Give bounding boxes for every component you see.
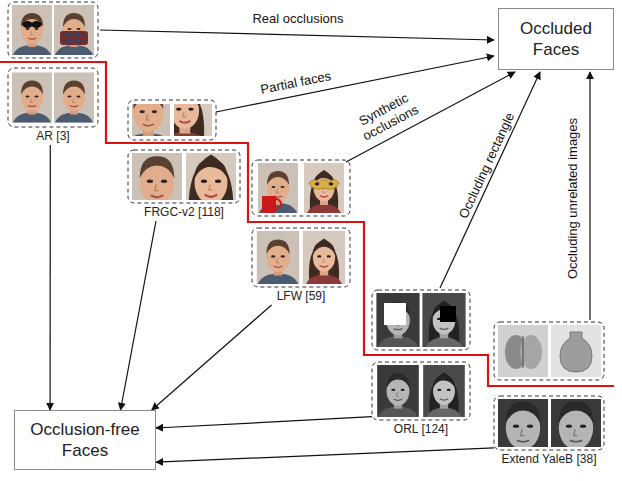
flow-arrow — [49, 145, 50, 410]
occluding-rectangle-images — [372, 290, 470, 350]
occlusion-arrows — [100, 30, 590, 320]
dataset-label: LFW [59] — [277, 289, 326, 304]
arrow-label: Real occlusions — [252, 11, 343, 26]
lfw-images — [252, 228, 350, 287]
flow-arrow — [121, 221, 157, 410]
arrow-label: Synthetic occlusions — [348, 86, 426, 146]
unrelated-images — [494, 322, 604, 380]
yaleb-images — [492, 389, 608, 467]
dataset-group: LFW [59] — [252, 228, 350, 305]
dataset-group: ORL [124] — [372, 362, 470, 438]
frgc-images — [126, 144, 243, 222]
arrow-label: Occluding rectangle — [455, 110, 517, 221]
arrow-label: Occluding unrelated images — [566, 117, 581, 278]
ar-images — [8, 68, 98, 127]
dataset-label: ORL [124] — [394, 422, 448, 437]
flow-arrow — [156, 417, 372, 428]
synthetic-occlusion-images — [252, 160, 350, 216]
orl-images — [372, 362, 470, 420]
real-occlusion-images — [8, 2, 98, 58]
category-box: Occluded Faces — [498, 8, 614, 70]
dataset-group: Extend YaleB [38] — [494, 396, 604, 468]
text-stack: Occlusion-free Faces — [21, 419, 149, 461]
category-box: Occlusion-free Faces — [14, 410, 156, 470]
arrow-label: Partial faces — [259, 68, 332, 97]
dataset-label: Extend YaleB [38] — [502, 452, 597, 467]
partial-face-images — [121, 77, 216, 148]
flow-arrow — [156, 448, 494, 462]
dataset-label: FRGC-v2 [118] — [144, 205, 224, 220]
separator-line — [0, 62, 614, 386]
box-label: Occluded Faces — [505, 18, 607, 60]
dataset-group: FRGC-v2 [118] — [128, 150, 240, 221]
dataset-label: AR [3] — [36, 129, 69, 144]
box-label: Occlusion-free Faces — [21, 419, 149, 461]
text-stack: Occluded Faces — [505, 18, 607, 60]
dataset-group: AR [3] — [8, 68, 98, 145]
flow-arrow — [152, 305, 272, 410]
